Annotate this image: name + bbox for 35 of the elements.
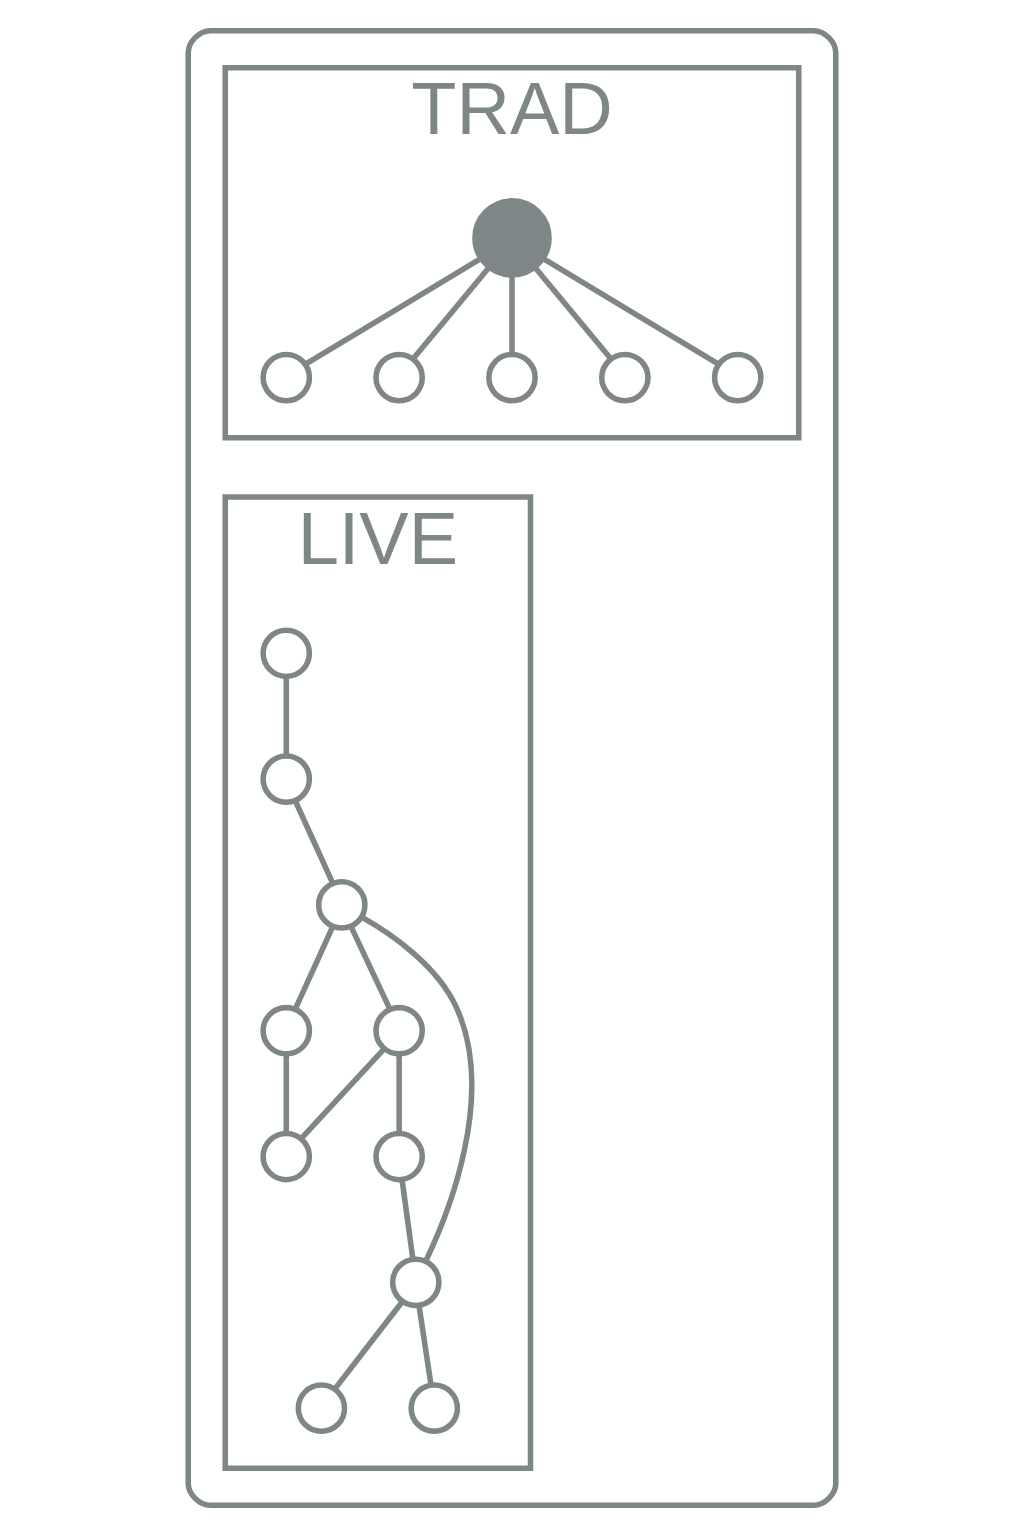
node-circle: [472, 198, 552, 278]
node-circle: [260, 1130, 313, 1183]
cluster: LIVE: [222, 494, 534, 1472]
node-circle: [389, 1256, 442, 1309]
connector: [541, 256, 720, 367]
connector: [299, 1046, 387, 1141]
node-circle: [315, 879, 368, 931]
cluster: [185, 27, 839, 1509]
connector: [332, 1300, 405, 1391]
connector: [532, 265, 613, 361]
node-circle: [260, 627, 313, 680]
node-circle: [711, 351, 764, 404]
connector: [283, 1054, 290, 1134]
connector: [348, 925, 393, 1011]
node-circle: [260, 753, 313, 805]
node-circle: [598, 351, 651, 404]
connector: [292, 925, 336, 1011]
connector: [411, 265, 492, 361]
cluster: TRAD: [222, 64, 802, 441]
connector: [509, 275, 515, 354]
connector: [399, 1179, 416, 1260]
node-circle: [373, 1004, 426, 1057]
connector: [360, 914, 475, 1263]
node-circle: [295, 1382, 348, 1435]
connector: [283, 676, 290, 756]
connector: [304, 256, 483, 367]
connector: [396, 1054, 402, 1134]
node-circle: [260, 1004, 313, 1057]
node-circle: [373, 351, 426, 404]
node-circle: [260, 351, 313, 404]
node-circle: [408, 1382, 461, 1435]
connector: [416, 1305, 434, 1385]
node-circle: [373, 1130, 426, 1183]
node-circle: [486, 351, 538, 404]
connector: [292, 799, 336, 885]
